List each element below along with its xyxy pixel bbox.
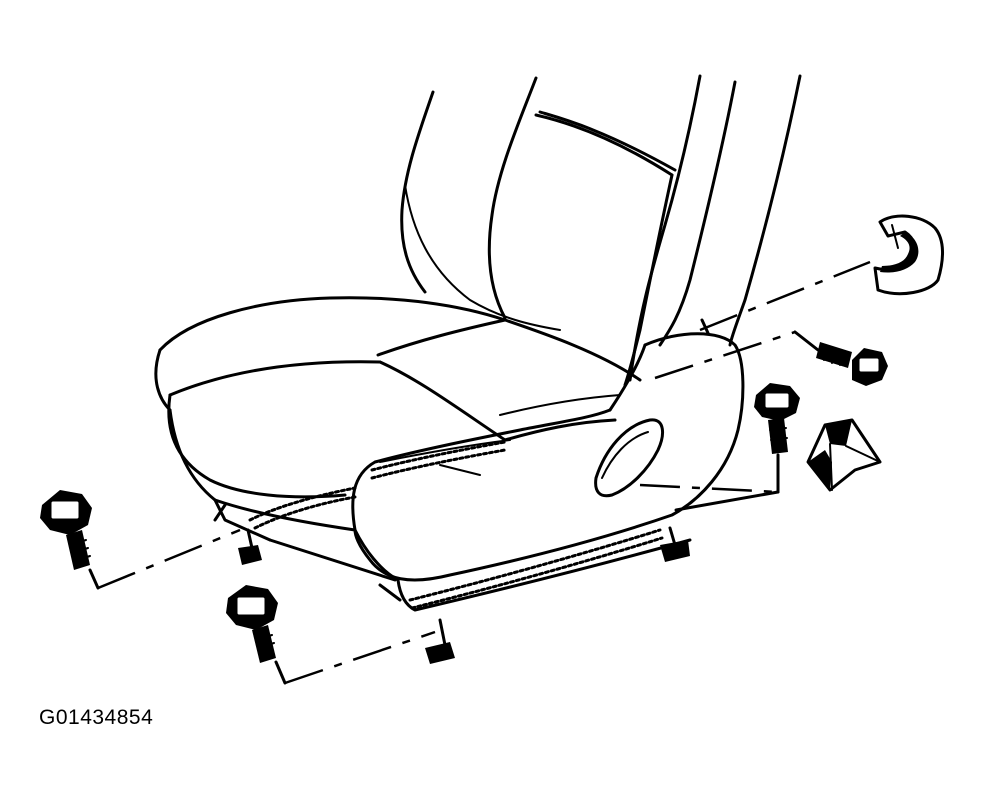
- figure-id-label: G01434854: [39, 706, 154, 729]
- alignment-lines: [97, 260, 871, 685]
- seat-cushion: [154, 296, 642, 532]
- seat-back: [400, 74, 802, 387]
- bolt-rear-right: [793, 330, 888, 386]
- anchor-cover-lower: [806, 418, 882, 492]
- anchor-cover-upper: [873, 214, 944, 296]
- bolt-front-right: [754, 383, 800, 494]
- bolt-rear-left: [226, 585, 287, 685]
- seat-track: [213, 498, 692, 664]
- bolt-front-left: [40, 490, 100, 590]
- side-trim-panel: [248, 332, 745, 610]
